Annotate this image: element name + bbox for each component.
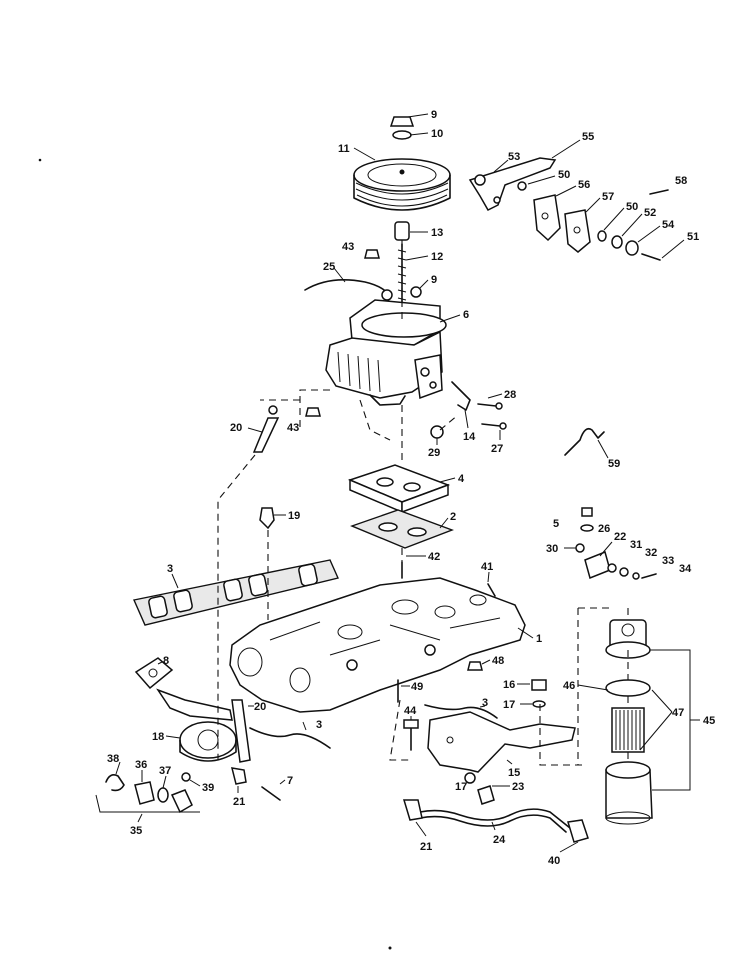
- callout-47: 47: [672, 707, 684, 719]
- spacer-13: [394, 221, 410, 241]
- callout-9: 9: [431, 109, 437, 121]
- callout-17-upper: 17: [503, 699, 515, 711]
- callout-38: 38: [107, 753, 119, 765]
- callout-24: 24: [493, 834, 506, 846]
- callout-1: 1: [536, 633, 542, 645]
- callout-14: 14: [463, 431, 476, 443]
- callout-42: 42: [428, 551, 440, 563]
- callout-21-left: 21: [233, 796, 245, 808]
- callout-2: 2: [450, 511, 456, 523]
- callout-43-lower: 43: [287, 422, 299, 434]
- vent-hose-25: [304, 249, 422, 301]
- callout-12: 12: [431, 251, 443, 263]
- callout-5: 5: [553, 518, 559, 530]
- screws-27-28: [305, 402, 507, 439]
- throttle-link-parts: [575, 507, 657, 580]
- callout-52: 52: [644, 207, 656, 219]
- carb-spacer-4: [347, 464, 451, 514]
- bracket-15: [427, 679, 576, 805]
- studs-bolts: [397, 561, 496, 751]
- callout-56: 56: [578, 179, 590, 191]
- callout-15: 15: [508, 767, 520, 779]
- callout-labels: 9 10 11 13 12 43 25 9 6 55 53 50 56 57 5…: [107, 109, 715, 867]
- callout-25: 25: [323, 261, 335, 273]
- callout-11: 11: [338, 143, 350, 155]
- small-parts-35: [95, 772, 200, 814]
- callout-45: 45: [703, 715, 715, 727]
- callout-36: 36: [135, 759, 147, 771]
- carb-gasket-2: [350, 509, 454, 549]
- callout-39: 39: [202, 782, 214, 794]
- filter-group-bracket: [650, 649, 700, 791]
- callout-4: 4: [458, 473, 465, 485]
- callout-51: 51: [687, 231, 699, 243]
- callout-3-seal-right: 3: [482, 697, 488, 709]
- fuel-pump-18: [134, 657, 281, 801]
- callout-33: 33: [662, 555, 674, 567]
- callout-3-seal-left: 3: [316, 719, 322, 731]
- nut-9-top: [389, 116, 415, 140]
- manifold-gasket-3: [133, 559, 339, 626]
- callout-55: 55: [582, 131, 594, 143]
- callout-41: 41: [481, 561, 493, 573]
- carburetor: [325, 299, 471, 411]
- callout-50-lower: 50: [626, 201, 638, 213]
- callout-8: 8: [163, 655, 169, 667]
- callout-59: 59: [608, 458, 620, 470]
- callout-57: 57: [602, 191, 614, 203]
- throttle-bracket: [468, 157, 669, 261]
- callout-19: 19: [288, 510, 300, 522]
- callout-40: 40: [548, 855, 560, 867]
- intake-manifold: [229, 577, 526, 713]
- callout-16: 16: [503, 679, 515, 691]
- callout-37: 37: [159, 765, 171, 777]
- callout-17-lower: 17: [455, 781, 467, 793]
- end-seals-3: [249, 704, 498, 749]
- callout-54: 54: [662, 219, 675, 231]
- wire-clip-59: [564, 427, 605, 456]
- fuel-line-24: [402, 799, 589, 843]
- scan-dot: [388, 946, 392, 950]
- callout-50-upper: 50: [558, 169, 570, 181]
- callout-43-top: 43: [342, 241, 354, 253]
- callout-10: 10: [431, 128, 443, 140]
- callout-28: 28: [504, 389, 516, 401]
- callout-7: 7: [287, 775, 293, 787]
- callout-27: 27: [491, 443, 503, 455]
- callout-46: 46: [563, 680, 575, 692]
- callout-34: 34: [679, 563, 692, 575]
- callout-20-lower: 20: [254, 701, 266, 713]
- callout-31: 31: [630, 539, 642, 551]
- callout-18: 18: [152, 731, 164, 743]
- scan-dot: [38, 158, 42, 162]
- callout-23: 23: [512, 781, 524, 793]
- callout-26: 26: [598, 523, 610, 535]
- callout-22: 22: [614, 531, 626, 543]
- flame-arrestor: [353, 158, 451, 211]
- callout-35: 35: [130, 825, 142, 837]
- callout-30: 30: [546, 543, 558, 555]
- callout-44: 44: [404, 705, 417, 717]
- callout-58: 58: [675, 175, 687, 187]
- callout-49: 49: [411, 681, 423, 693]
- fitting-20: [252, 405, 280, 453]
- temp-sender-19: [259, 507, 275, 530]
- fuel-filter-assembly: [605, 619, 653, 825]
- callout-3-gasket: 3: [167, 563, 173, 575]
- callout-29: 29: [428, 447, 440, 459]
- callout-48: 48: [492, 655, 504, 667]
- callout-6: 6: [463, 309, 469, 321]
- callout-20-upper: 20: [230, 422, 242, 434]
- callout-13: 13: [431, 227, 443, 239]
- callout-53: 53: [508, 151, 520, 163]
- callout-32: 32: [645, 547, 657, 559]
- dashed-guides: [217, 240, 629, 766]
- callout-9-lower: 9: [431, 274, 437, 286]
- callout-21-right: 21: [420, 841, 432, 853]
